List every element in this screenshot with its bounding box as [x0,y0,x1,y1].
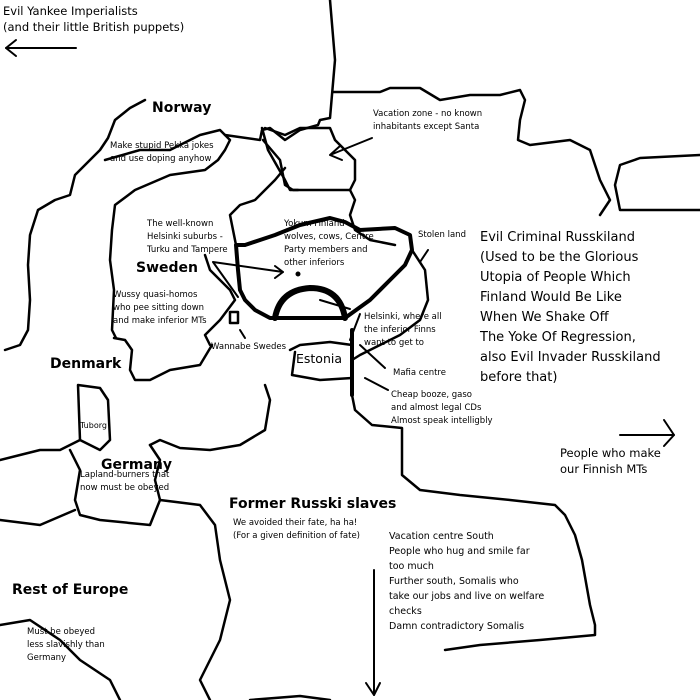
baltic-coast [148,383,272,452]
note-line: checks [389,606,422,617]
estonia-coast [288,340,354,382]
note-line: Damn contradictory Somalis [389,621,525,632]
baltic-russia-border [350,393,597,652]
note-line: Finland Would Be Like [480,290,622,305]
russia-border [350,248,430,362]
note-line: The well-known [147,219,214,229]
yokum-dot [295,271,301,277]
note-sweden: Wussy quasi-homos who pee sitting down a… [113,289,207,328]
label-rest-of-europe: Rest of Europe [12,582,129,598]
note-lapland: Vacation zone - no known inhabitants exc… [373,108,482,134]
note-line: Vacation zone - no known [373,109,483,119]
note-line: We avoided their fate, ha ha! [233,518,358,528]
europe-coast [0,508,122,700]
pointer-arrows [212,137,429,391]
finland-north [260,126,397,247]
note-line: Almost speak intelligbly [391,416,493,426]
label-norway: Norway [152,100,212,116]
note-line: the inferior Finns [364,325,436,335]
finland-border [234,216,414,320]
note-estonia: Cheap booze, gaso and almost legal CDs A… [391,389,493,428]
note-aland: Wannabe Swedes [211,342,287,352]
note-line: take our jobs and live on welfare [389,591,545,602]
note-line: Yokum Finland - [284,219,351,229]
note-line: Evil Yankee Imperialists [3,4,138,18]
south-line [248,694,332,700]
gulf-bothnia [228,166,287,247]
note-line: and use doping anyhow [110,154,212,164]
note-mt-makers: People who make our Finnish MTs [560,445,661,477]
note-line: inhabitants except Santa [373,122,480,132]
note-line: Lapland-burners that [80,470,170,480]
label-former-russki: Former Russki slaves [229,496,397,512]
helsinki-arc [272,285,348,321]
label-estonia: Estonia [296,351,343,366]
poland-border [158,498,232,700]
note-line: and make inferior MTs [113,316,207,326]
note-line: wolves, cows, Centre [284,232,374,242]
note-line: want to get to [364,338,425,348]
note-former-russki: We avoided their fate, ha ha! (For a giv… [233,517,360,543]
note-line: our Finnish MTs [560,462,648,476]
sweden-south [112,336,214,382]
note-line: Germany [27,653,67,663]
note-line: less slavishly than [27,640,105,650]
label-germany: Germany [101,457,173,473]
aland-island [228,310,240,325]
note-line: Party members and [284,245,368,255]
note-line: People who hug and smile far [389,546,530,557]
note-line: now must be obeyed [80,483,170,493]
denmark [0,383,112,462]
note-line: Utopia of People Which [480,270,631,285]
finland-lapland [261,126,357,192]
label-tuborg: Tuborg [80,421,107,430]
note-line: The Yoke Of Regression, [480,330,636,345]
note-line: Must be obeyed [27,627,95,637]
norway-coast [3,98,147,352]
note-line: Helsinki suburbs - [147,232,223,242]
note-line: also Evil Invader Russkiland [480,350,661,365]
note-germany: Lapland-burners that now must be obeyed [80,469,169,495]
note-line: Further south, Somalis who [389,576,519,587]
note-norway: Make stupid Pekka jokes and use doping a… [110,140,214,166]
note-suburbs: The well-known Helsinki suburbs - Turku … [147,218,228,257]
norway-sweden-border [103,128,232,340]
west-note: Evil Yankee Imperialists (and their litt… [3,3,184,35]
note-stolen: Stolen land [418,230,466,240]
norway-north-coast [223,0,337,142]
note-line: (and their little British puppets) [3,20,185,34]
note-line: Make stupid Pekka jokes [110,141,214,151]
note-line: Evil Criminal Russkiland [480,230,635,245]
label-sweden: Sweden [136,260,198,276]
label-denmark: Denmark [50,356,122,372]
note-line: Cheap booze, gaso [391,390,472,400]
note-line: (For a given definition of fate) [233,531,361,541]
note-line: too much [389,561,434,572]
note-line: and almost legal CDs [391,403,482,413]
note-line: who pee sitting down [113,303,205,313]
note-south: Vacation centre South People who hug and… [389,529,544,634]
germany-border [68,443,162,527]
note-line: Turku and Tampere [147,245,228,255]
kola-coast [613,153,700,212]
note-mafia: Mafia centre [393,368,446,378]
russia-north-coast [331,86,612,217]
note-yokum: Yokum Finland - wolves, cows, Centre Par… [284,218,374,270]
note-line: (Used to be the Glorious [480,250,639,265]
note-line: before that) [480,370,558,385]
note-helsinki: Helsinki, where all the inferior Finns w… [364,311,442,350]
note-europe: Must be obeyed less slavishly than Germa… [27,626,105,665]
note-line: People who make [560,446,661,460]
arrow-south-icon [365,569,381,696]
note-line: Vacation centre South [389,531,494,542]
note-line: other inferiors [284,258,345,268]
sweden-coast [203,253,237,347]
note-russia: Evil Criminal Russkiland (Used to be the… [480,228,661,388]
arrow-east-icon [619,419,675,447]
arrow-west-icon [5,39,77,57]
note-line: Wussy quasi-homos [113,290,198,300]
note-line: When We Shake Off [480,310,609,325]
note-line: Helsinki, where all [364,312,442,322]
